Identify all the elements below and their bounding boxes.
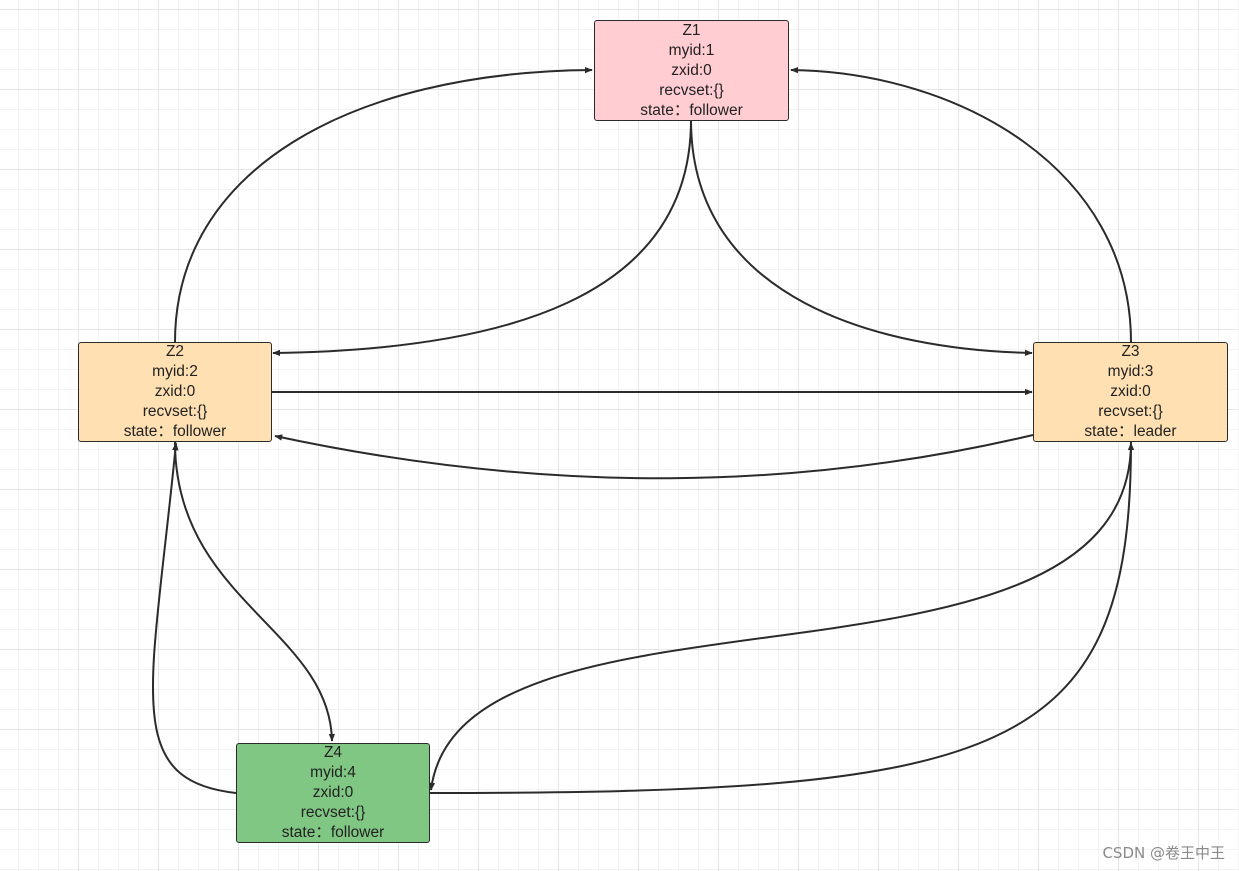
node-recvset: recvset:{} bbox=[300, 804, 366, 821]
node-z3[interactable]: Z3 myid:3 zxid:0 recvset:{} state：leader bbox=[1033, 342, 1228, 442]
node-zxid: zxid:0 bbox=[312, 784, 354, 801]
node-recvset: recvset:{} bbox=[659, 81, 724, 99]
node-zxid: zxid:0 bbox=[1110, 383, 1151, 400]
node-name: Z4 bbox=[323, 744, 343, 761]
node-myid: myid:4 bbox=[310, 764, 356, 781]
node-recvset: recvset:{} bbox=[1098, 403, 1163, 420]
edge-z2-to-z1 bbox=[174, 66, 593, 343]
node-state: state：follower bbox=[123, 423, 227, 440]
watermark: CSDN @卷王中王 bbox=[1102, 844, 1225, 862]
node-recvset: recvset:{} bbox=[142, 403, 208, 420]
edge-z4-to-z2 bbox=[151, 442, 237, 794]
node-name: Z1 bbox=[682, 21, 701, 39]
node-zxid: zxid:0 bbox=[671, 61, 712, 79]
node-state: state：follower bbox=[640, 101, 743, 119]
edge-z4-to-z3 bbox=[429, 442, 1135, 794]
edge-z3-to-z4 bbox=[428, 441, 1132, 791]
node-z4[interactable]: Z4 myid:4 zxid:0 recvset:{} state：follow… bbox=[236, 743, 430, 843]
node-z2[interactable]: Z2 myid:2 zxid:0 recvset:{} state：follow… bbox=[78, 342, 272, 442]
node-myid: myid:2 bbox=[152, 363, 198, 380]
node-myid: myid:3 bbox=[1107, 363, 1154, 380]
edge-z1-to-z2 bbox=[272, 119, 692, 357]
node-name: Z2 bbox=[165, 343, 185, 360]
node-myid: myid:1 bbox=[668, 41, 715, 59]
edge-z1-to-z3 bbox=[690, 119, 1033, 357]
node-z1[interactable]: Z1 myid:1 zxid:0 recvset:{} state：follow… bbox=[594, 20, 789, 121]
node-state: state：follower bbox=[281, 824, 385, 841]
node-name: Z3 bbox=[1121, 343, 1140, 360]
node-state: state：leader bbox=[1084, 423, 1177, 440]
node-zxid: zxid:0 bbox=[154, 383, 196, 400]
edge-z2-to-z4 bbox=[174, 441, 336, 742]
edge-z3-to-z2 bbox=[274, 434, 1034, 480]
edge-z3-to-z1 bbox=[790, 66, 1132, 343]
